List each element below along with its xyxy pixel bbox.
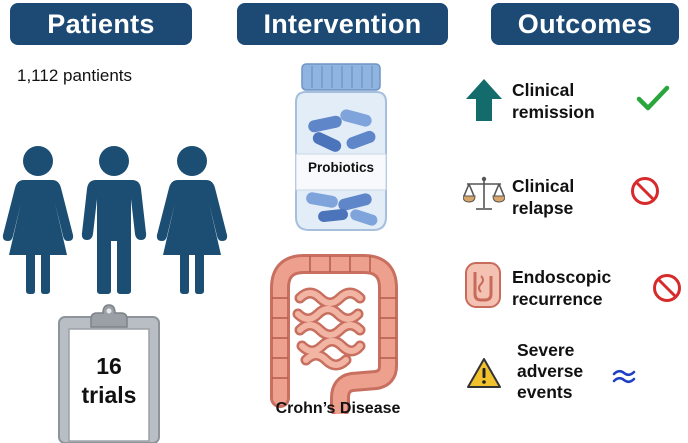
outcome-clinical-remission: Clinical remission (512, 80, 595, 122)
outcome-severe-adverse-events: Severe adverse events (517, 340, 584, 402)
outcome-endoscopic-recurrence: Endoscopic recurrence (512, 267, 612, 309)
up-arrow-icon (466, 79, 502, 121)
female-person-icon (156, 146, 228, 294)
warning-icon (467, 358, 501, 388)
no-effect-icon (653, 274, 681, 302)
trials-count: 16 trials (58, 352, 160, 410)
check-icon (636, 85, 670, 111)
probiotics-bottle-icon (295, 63, 387, 231)
scale-icon (463, 176, 505, 210)
crohns-disease-label: Crohn’s Disease (275, 400, 401, 417)
patients-header: Patients (10, 3, 192, 45)
female-person-icon (2, 146, 74, 294)
male-person-icon (81, 146, 147, 294)
outcomes-header: Outcomes (491, 3, 679, 45)
approximately-equal-icon (612, 370, 636, 383)
patient-count: 1,112 pantients (17, 66, 132, 85)
trials-number: 16 (96, 353, 122, 379)
trials-word: trials (81, 382, 137, 408)
probiotics-label: Probiotics (307, 160, 374, 175)
intervention-header: Intervention (237, 3, 448, 45)
outcome-clinical-relapse: Clinical relapse (512, 176, 575, 218)
colon-icon (270, 254, 398, 414)
no-effect-icon (631, 177, 659, 205)
clipboard-icon (58, 304, 160, 443)
intestine-icon (465, 262, 501, 308)
